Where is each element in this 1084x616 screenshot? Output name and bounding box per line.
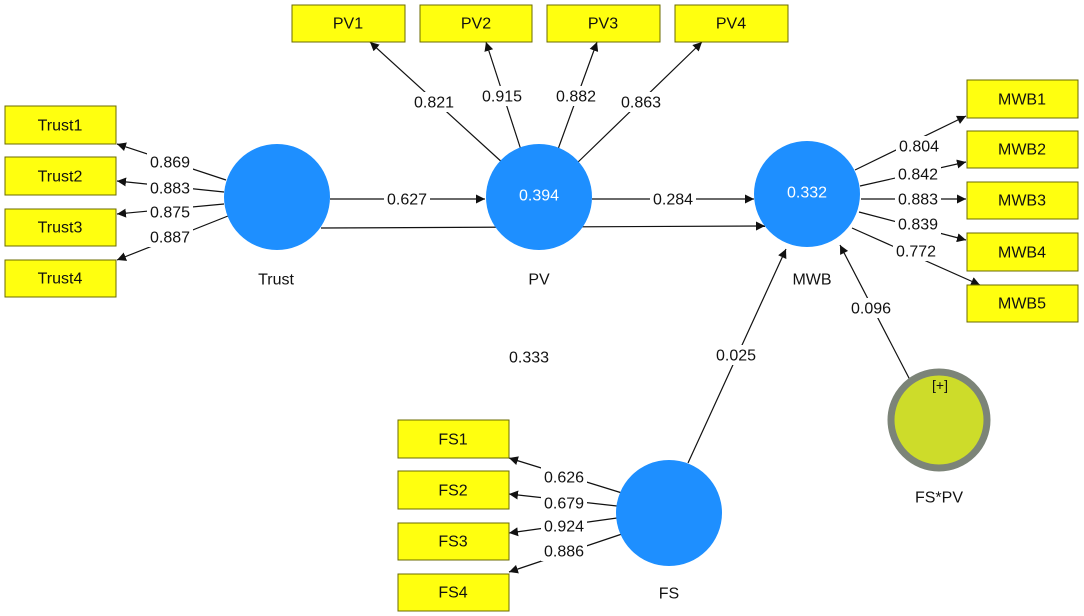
- path-label-trust-pv: 0.627: [384, 189, 430, 209]
- pv-loading-label-1: 0.821: [411, 92, 457, 112]
- latent-mwb-label: MWB: [792, 272, 831, 289]
- fs-loading-label-3: 0.924: [541, 516, 587, 536]
- mwb-loading-label-3: 0.883: [895, 189, 941, 209]
- mwb-loading-label-4: 0.839: [895, 214, 941, 234]
- svg-text:0.626: 0.626: [544, 470, 584, 487]
- indicator-trust4[interactable]: Trust4: [4, 259, 117, 298]
- svg-text:0.284: 0.284: [653, 192, 693, 209]
- svg-text:0.883: 0.883: [150, 181, 190, 198]
- moderator-fs-pv[interactable]: [+] FS*PV: [887, 368, 991, 507]
- indicator-trust3[interactable]: Trust3: [4, 208, 117, 247]
- svg-text:0.679: 0.679: [544, 496, 584, 513]
- indicator-mwb5[interactable]: MWB5: [966, 284, 1079, 323]
- svg-text:MWB2: MWB2: [998, 142, 1046, 159]
- pv-loading-label-2: 0.915: [479, 86, 525, 106]
- path-label-trust-mwb: 0.333: [506, 347, 552, 367]
- indicator-fs1[interactable]: FS1: [397, 419, 510, 459]
- indicator-trust2[interactable]: Trust2: [4, 156, 117, 196]
- svg-text:MWB5: MWB5: [998, 296, 1046, 313]
- svg-text:0.886: 0.886: [544, 544, 584, 561]
- indicator-mwb2[interactable]: MWB2: [966, 130, 1079, 169]
- latent-mwb-r2: 0.332: [787, 185, 827, 202]
- latent-fs[interactable]: FS: [616, 460, 722, 603]
- indicator-trust1[interactable]: Trust1: [4, 105, 117, 145]
- latent-trust-label: Trust: [258, 272, 294, 289]
- indicator-mwb3[interactable]: MWB3: [966, 181, 1079, 220]
- pv-loading-label-3: 0.882: [553, 86, 599, 106]
- latent-pv-r2: 0.394: [519, 188, 559, 205]
- indicator-fs4[interactable]: FS4: [397, 573, 510, 612]
- svg-text:0.333: 0.333: [509, 350, 549, 367]
- fs-loading-label-1: 0.626: [541, 467, 587, 487]
- indicator-mwb4[interactable]: MWB4: [966, 232, 1079, 272]
- svg-text:0.883: 0.883: [898, 192, 938, 209]
- latent-pv[interactable]: 0.394 PV: [486, 144, 592, 289]
- latent-pv-label: PV: [528, 272, 550, 289]
- svg-text:0.924: 0.924: [544, 519, 584, 536]
- svg-text:FS2: FS2: [438, 483, 467, 500]
- svg-text:PV1: PV1: [333, 16, 363, 33]
- svg-text:0.887: 0.887: [150, 230, 190, 247]
- svg-text:0.875: 0.875: [150, 205, 190, 222]
- svg-text:0.915: 0.915: [482, 89, 522, 106]
- svg-text:0.025: 0.025: [716, 348, 756, 365]
- trust-loading-label-2: 0.883: [147, 178, 193, 198]
- indicator-fs3[interactable]: FS3: [397, 522, 510, 561]
- svg-text:PV3: PV3: [588, 16, 618, 33]
- svg-text:MWB4: MWB4: [998, 245, 1046, 262]
- mwb-loading-label-2: 0.842: [895, 164, 941, 184]
- svg-text:FS4: FS4: [438, 585, 467, 602]
- moderator-label: FS*PV: [915, 490, 963, 507]
- svg-text:0.096: 0.096: [851, 301, 891, 318]
- svg-text:Trust2: Trust2: [38, 169, 83, 186]
- latent-mwb[interactable]: 0.332 MWB: [754, 141, 860, 289]
- pv-loading-label-4: 0.863: [618, 92, 664, 112]
- svg-text:FS3: FS3: [438, 534, 467, 551]
- svg-text:0.842: 0.842: [898, 167, 938, 184]
- svg-text:0.821: 0.821: [414, 95, 454, 112]
- indicator-pv3[interactable]: PV3: [546, 4, 661, 43]
- indicator-fs2[interactable]: FS2: [397, 470, 510, 510]
- svg-text:Trust3: Trust3: [38, 220, 83, 237]
- path-label-fspv-mwb: 0.096: [848, 298, 894, 318]
- trust-loading-label-3: 0.875: [147, 202, 193, 222]
- svg-text:Trust1: Trust1: [38, 118, 83, 135]
- svg-text:0.804: 0.804: [899, 139, 939, 156]
- mwb-loading-label-1: 0.804: [896, 136, 942, 156]
- indicator-pv4[interactable]: PV4: [674, 4, 789, 43]
- path-label-fs-mwb: 0.025: [713, 345, 759, 365]
- mwb-loading-label-5: 0.772: [893, 241, 939, 261]
- svg-text:0.627: 0.627: [387, 192, 427, 209]
- svg-text:0.869: 0.869: [150, 155, 190, 172]
- trust-loading-label-1: 0.869: [147, 152, 193, 172]
- svg-text:FS1: FS1: [438, 432, 467, 449]
- svg-text:0.772: 0.772: [896, 244, 936, 261]
- latent-trust[interactable]: Trust: [224, 144, 330, 289]
- fs-loading-label-2: 0.679: [541, 493, 587, 513]
- latent-fs-label: FS: [659, 586, 679, 603]
- svg-text:Trust4: Trust4: [38, 271, 83, 288]
- moderator-expand-mark[interactable]: [+]: [932, 377, 948, 393]
- svg-text:MWB3: MWB3: [998, 193, 1046, 210]
- svg-text:0.863: 0.863: [621, 95, 661, 112]
- svg-text:PV2: PV2: [461, 16, 491, 33]
- svg-text:0.839: 0.839: [898, 217, 938, 234]
- path-label-pv-mwb: 0.284: [650, 189, 696, 209]
- indicator-mwb1[interactable]: MWB1: [966, 79, 1079, 119]
- svg-text:0.882: 0.882: [556, 89, 596, 106]
- svg-text:PV4: PV4: [716, 16, 746, 33]
- fs-loading-label-4: 0.886: [541, 541, 587, 561]
- indicator-pv1[interactable]: PV1: [291, 4, 406, 43]
- indicator-pv2[interactable]: PV2: [419, 4, 533, 43]
- svg-text:MWB1: MWB1: [998, 92, 1046, 109]
- trust-loading-label-4: 0.887: [147, 227, 193, 247]
